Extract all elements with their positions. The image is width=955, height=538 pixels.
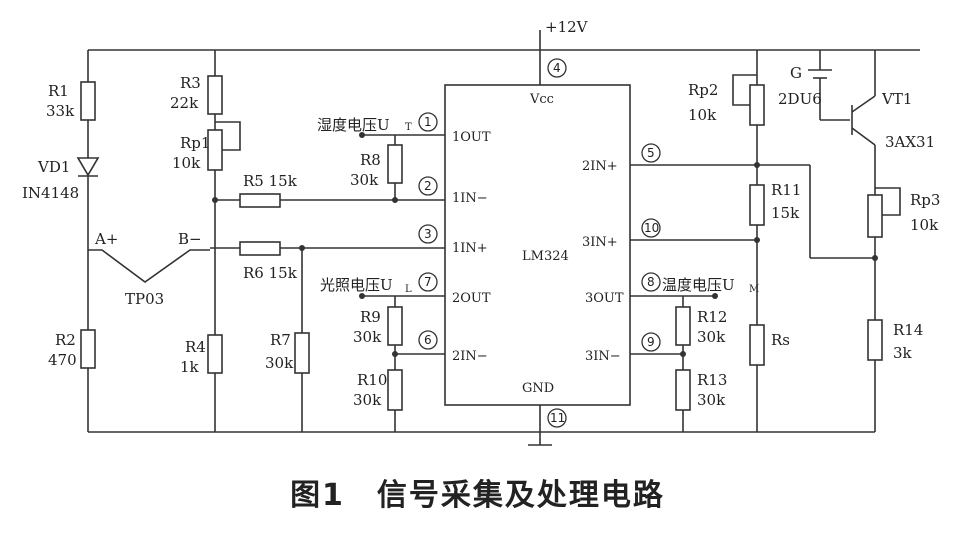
r13-value: 30k	[697, 391, 726, 409]
svg-text:11: 11	[550, 411, 565, 425]
bridge-column	[207, 50, 241, 432]
vt1-label: VT1	[881, 90, 912, 108]
g-value: 2DU6	[778, 90, 822, 108]
svg-text:2: 2	[424, 179, 432, 193]
r14-label: R14	[893, 321, 923, 339]
ic-name: LM324	[522, 249, 569, 264]
light-stage	[359, 293, 445, 432]
rp2-label: Rp2	[688, 81, 718, 99]
r9-value: 30k	[353, 328, 382, 346]
pin-1in-neg: 1IN−	[452, 191, 488, 206]
b-minus-label: B−	[178, 230, 202, 248]
rp2-value: 10k	[688, 106, 717, 124]
rp1-label: Rp1	[180, 134, 210, 152]
r7-value: 30k	[265, 354, 294, 372]
left-branch	[76, 81, 210, 369]
vt1-value: 3AX31	[885, 133, 935, 151]
pin-2in-neg: 2IN−	[452, 349, 488, 364]
gnd-label: GND	[522, 381, 554, 396]
svg-text:4: 4	[553, 61, 561, 75]
r5-label: R5 15k	[243, 172, 298, 190]
r7-label: R7	[270, 331, 291, 349]
r13-label: R13	[697, 371, 727, 389]
vcc-label: Vcc	[529, 92, 554, 107]
pin-2out: 2OUT	[452, 291, 491, 306]
vd1-value: IN4148	[22, 184, 79, 202]
r4-label: R4	[185, 338, 206, 356]
r11-label: R11	[771, 181, 801, 199]
r4-value: 1k	[180, 358, 200, 376]
r11-value: 15k	[771, 204, 800, 222]
temp-stage	[630, 293, 718, 432]
temperature-signal: 温度电压U	[662, 276, 735, 294]
r8-label: R8	[360, 151, 381, 169]
svg-text:M: M	[749, 284, 759, 295]
r2-value: 470	[48, 351, 77, 369]
pin-1in-pos: 1IN+	[452, 241, 488, 256]
svg-text:3: 3	[424, 227, 432, 241]
r9-label: R9	[360, 308, 381, 326]
rp3-label: Rp3	[910, 191, 940, 209]
r3-label: R3	[180, 74, 201, 92]
svg-text:10: 10	[644, 221, 659, 235]
r12-value: 30k	[697, 328, 726, 346]
supply-label: +12V	[545, 18, 589, 36]
r6-label: R6 15k	[243, 264, 298, 282]
tp03-label: TP03	[125, 290, 164, 308]
r2-label: R2	[55, 331, 76, 349]
r12-label: R12	[697, 308, 727, 326]
r1-value: 33k	[46, 102, 75, 120]
rs-label: Rs	[771, 331, 790, 349]
circuit-schematic: +12V Vcc LM324 GND 1OUT 1IN− 1IN+ 2OUT 2…	[22, 18, 940, 446]
feedback-1	[294, 132, 445, 432]
r10-value: 30k	[353, 391, 382, 409]
light-signal: 光照电压U	[320, 276, 393, 294]
g-label: G	[790, 64, 802, 82]
pin-3in-pos: 3IN+	[582, 235, 618, 250]
rp1-value: 10k	[172, 154, 201, 172]
temp-sensor	[808, 50, 901, 432]
r8-value: 30k	[350, 171, 379, 189]
svg-text:9: 9	[647, 335, 655, 349]
svg-text:T: T	[405, 122, 412, 133]
svg-text:7: 7	[424, 275, 432, 289]
r10-label: R10	[357, 371, 387, 389]
svg-text:5: 5	[647, 146, 655, 160]
rp3-value: 10k	[910, 216, 939, 234]
pin-3in-neg: 3IN−	[585, 349, 621, 364]
svg-text:6: 6	[424, 333, 432, 347]
svg-text:1: 1	[424, 115, 432, 129]
svg-text:L: L	[405, 284, 412, 295]
r3-value: 22k	[170, 94, 199, 112]
svg-text:8: 8	[647, 275, 655, 289]
reference-column	[630, 50, 875, 432]
input-resistors	[210, 193, 445, 256]
r14-value: 3k	[893, 344, 913, 362]
pin-number-markers: 4 1 2 3 7 6 5 10 8 9 11	[418, 58, 661, 428]
a-plus-label: A+	[94, 230, 118, 248]
figure-caption: 图1 信号采集及处理电路	[290, 478, 665, 513]
pin-3out: 3OUT	[585, 291, 624, 306]
vd1-label: VD1	[37, 158, 70, 176]
lm324-chip: Vcc LM324 GND 1OUT 1IN− 1IN+ 2OUT 2IN− 2…	[444, 84, 631, 406]
r1-label: R1	[48, 82, 69, 100]
humidity-signal: 湿度电压U	[317, 116, 390, 134]
pin-2in-pos: 2IN+	[582, 159, 618, 174]
pin-1out: 1OUT	[452, 130, 491, 145]
